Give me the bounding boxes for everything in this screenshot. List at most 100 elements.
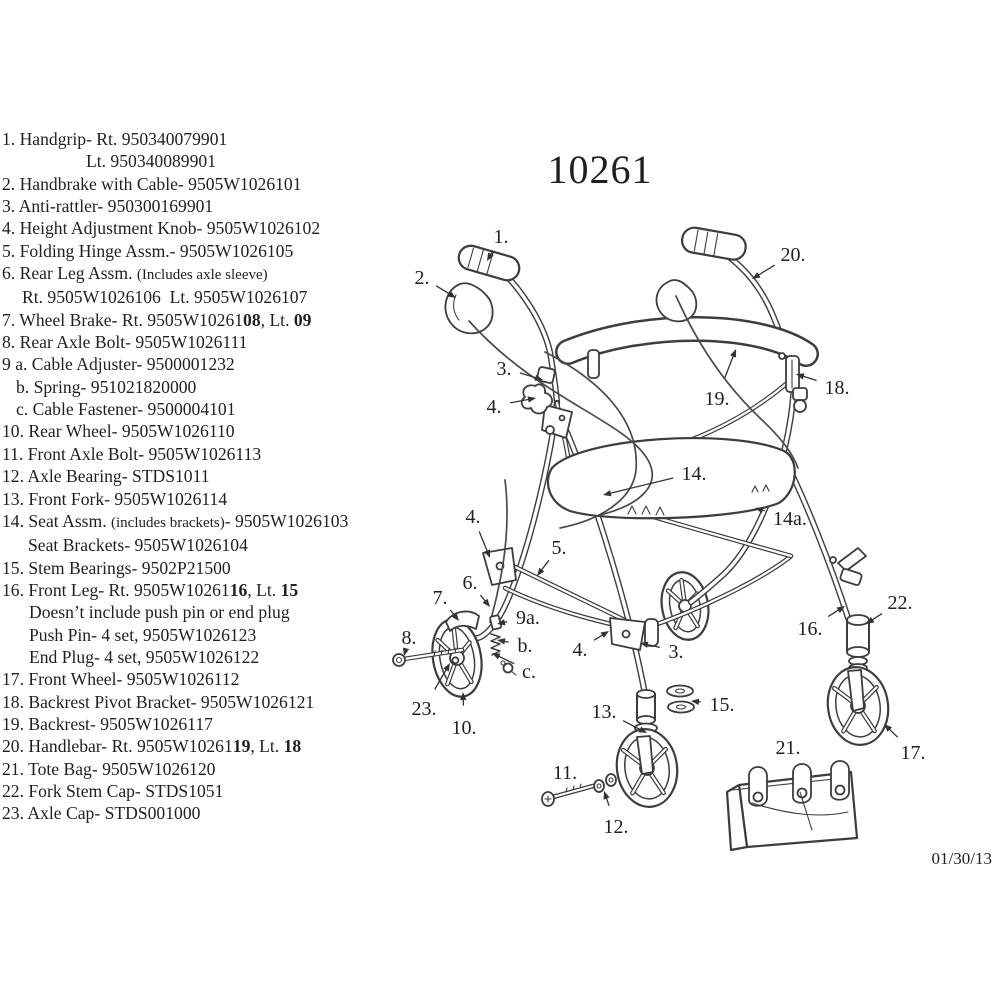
callout-2: 2. bbox=[415, 267, 456, 298]
callout-label: 14. bbox=[682, 463, 707, 485]
callout-23: 23. bbox=[412, 663, 450, 720]
callout-4: 4. bbox=[573, 631, 609, 661]
callouts: 1.2.20.3.4.19.18.14.14a.4.5.6.7.9a.8.b.c… bbox=[402, 226, 926, 838]
right-leg-hardware bbox=[792, 387, 867, 586]
parts-list-text: 21. Tote Bag- 9505W1026120 bbox=[2, 758, 216, 779]
callout-label: c. bbox=[522, 661, 536, 683]
callout-15: 15. bbox=[691, 694, 735, 716]
parts-list-text: 23. Axle Cap- STDS001000 bbox=[2, 803, 201, 824]
callout-label: 15. bbox=[710, 694, 735, 716]
callout-label: 7. bbox=[433, 587, 448, 609]
leader-arrowhead-icon bbox=[796, 373, 805, 380]
callout-label: 4. bbox=[573, 639, 588, 661]
callout-20: 20. bbox=[752, 244, 806, 279]
leader-arrowhead-icon bbox=[451, 612, 459, 621]
parts-list-line: 14. Seat Assm. (includes brackets)- 9505… bbox=[2, 510, 348, 534]
parts-list-text: 5. Folding Hinge Assm.- 9505W1026105 bbox=[2, 240, 294, 261]
left-brake-lever bbox=[444, 282, 494, 335]
callout-label: 11. bbox=[553, 762, 577, 784]
callout-10: 10. bbox=[452, 692, 477, 739]
revision-date: 01/30/13 bbox=[931, 849, 992, 868]
callout-9a: 9a. bbox=[497, 607, 540, 629]
left-handgrip bbox=[457, 244, 521, 282]
leader-arrowhead-icon bbox=[497, 619, 506, 626]
callout-label: 14a. bbox=[773, 508, 807, 530]
parts-list-line: Rt. 9505W1026106 Lt. 9505W1026107 bbox=[2, 286, 348, 308]
parts-list-line: 6. Rear Leg Assm. (Includes axle sleeve) bbox=[2, 262, 348, 286]
backrest bbox=[555, 316, 819, 367]
parts-list-text: 08 bbox=[243, 309, 261, 330]
parts-list-text: (Includes axle sleeve) bbox=[136, 267, 268, 284]
leader-arrowhead-icon bbox=[691, 698, 700, 705]
leader-arrowhead-icon bbox=[640, 641, 649, 648]
callout-label: 6. bbox=[463, 572, 478, 594]
parts-list-text: 22. Fork Stem Cap- STDS1051 bbox=[2, 780, 224, 801]
axle-bearings bbox=[593, 773, 617, 793]
callout-c: c. bbox=[492, 653, 536, 683]
callout-label: 4. bbox=[487, 396, 502, 418]
parts-list-line: Seat Brackets- 9505W1026104 bbox=[2, 534, 348, 556]
parts-list-line: 18. Backrest Pivot Bracket- 9505W1026121 bbox=[2, 691, 348, 713]
callout-6: 6. bbox=[463, 572, 490, 607]
parts-list-text: 4. Height Adjustment Knob- 9505W1026102 bbox=[2, 218, 321, 239]
callout-17: 17. bbox=[884, 724, 926, 764]
parts-list-line: End Plug- 4 set, 9505W1026122 bbox=[2, 646, 348, 668]
parts-list-text: , Lt. bbox=[250, 736, 284, 757]
leader-arrowhead-icon bbox=[534, 374, 543, 381]
leader-arrowhead-icon bbox=[600, 631, 609, 638]
leader-arrowhead-icon bbox=[484, 549, 490, 558]
right-front-caster bbox=[826, 614, 890, 746]
parts-list-text: 13. Front Fork- 9505W1026114 bbox=[2, 488, 228, 509]
callout-5: 5. bbox=[537, 537, 567, 576]
parts-list-line: Doesn’t include push pin or end plug bbox=[2, 601, 348, 623]
cable-fastener bbox=[500, 660, 517, 676]
leader-arrowhead-icon bbox=[730, 349, 737, 358]
parts-list-text: c. Cable Fastener- 9500004101 bbox=[16, 399, 236, 420]
cable-adjuster bbox=[489, 614, 503, 631]
callout-4: 4. bbox=[487, 396, 536, 418]
right-handgrip bbox=[681, 226, 747, 261]
parts-list-line: 5. Folding Hinge Assm.- 9505W1026105 bbox=[2, 240, 348, 262]
parts-list-line: Lt. 950340089901 bbox=[2, 150, 348, 172]
parts-list-line: 13. Front Fork- 9505W1026114 bbox=[2, 488, 348, 510]
height-adjustment-knob bbox=[520, 383, 553, 415]
callout-label: 9a. bbox=[516, 607, 540, 629]
parts-list-line: 8. Rear Axle Bolt- 9505W1026111 bbox=[2, 331, 348, 353]
callout-label: 10. bbox=[452, 717, 477, 739]
left-front-caster bbox=[615, 689, 679, 808]
leader-arrowhead-icon bbox=[866, 616, 875, 624]
callout-12: 12. bbox=[604, 791, 629, 838]
callout-label: 4. bbox=[466, 506, 481, 528]
callout-label: 17. bbox=[901, 742, 926, 764]
parts-list-line: 16. Front Leg- Rt. 9505W1026116, Lt. 15 bbox=[2, 579, 348, 601]
parts-list-text: 18. Backrest Pivot Bracket- 9505W1026121 bbox=[2, 691, 315, 712]
parts-list-line: 2. Handbrake with Cable- 9505W1026101 bbox=[2, 173, 348, 195]
leader-arrowhead-icon bbox=[443, 663, 450, 672]
parts-list-text: (includes brackets) bbox=[111, 514, 225, 531]
parts-list-text: 9 a. Cable Adjuster- 9500001232 bbox=[2, 354, 235, 375]
leader-arrowhead-icon bbox=[487, 252, 494, 261]
leader-arrowhead-icon bbox=[527, 396, 536, 403]
parts-list-line: 1. Handgrip- Rt. 950340079901 bbox=[2, 128, 348, 150]
parts-list-text: End Plug- 4 set, 9505W1026122 bbox=[29, 646, 260, 667]
callout-label: 2. bbox=[415, 267, 430, 289]
leader-arrowhead-icon bbox=[482, 598, 490, 607]
right-brake-lever bbox=[655, 279, 698, 323]
parts-list-text: 20. Handlebar- Rt. 9505W10261 bbox=[2, 736, 233, 757]
callout-label: 3. bbox=[497, 358, 512, 380]
stem-bearings bbox=[666, 684, 695, 714]
leader-arrowhead-icon bbox=[752, 272, 761, 279]
parts-list-text: 3. Anti-rattler- 950300169901 bbox=[2, 196, 214, 217]
callout-22: 22. bbox=[866, 592, 913, 624]
parts-list-line: 17. Front Wheel- 9505W1026112 bbox=[2, 668, 348, 690]
parts-list-line: 15. Stem Bearings- 9502P21500 bbox=[2, 557, 348, 579]
parts-list-text: Lt. 950340089901 bbox=[86, 151, 216, 172]
callout-b: b. bbox=[497, 635, 533, 657]
parts-list-line: b. Spring- 951021820000 bbox=[2, 376, 348, 398]
leader-arrowhead-icon bbox=[755, 507, 764, 514]
parts-list-text: 19 bbox=[232, 736, 251, 757]
parts-list-text: , Lt. bbox=[260, 309, 294, 330]
parts-list-text: b. Spring- 951021820000 bbox=[16, 376, 197, 397]
callout-label: 3. bbox=[669, 641, 684, 663]
